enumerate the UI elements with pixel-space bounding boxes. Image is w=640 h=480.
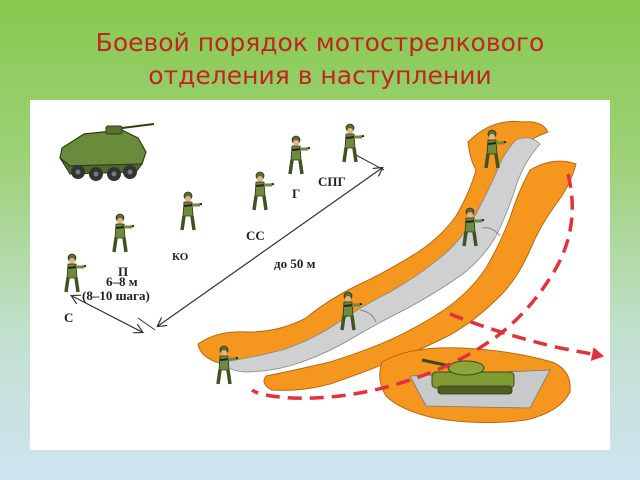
spacing-arrow [72, 296, 142, 332]
battle-order-diagram: СПГ Г СС КО до 50 м П 6–8 м (8–10 шага) … [59, 120, 604, 424]
slide-title: Боевой порядок мотострелкового отделения… [0, 26, 640, 92]
soldier-icon-trench-4 [216, 345, 239, 385]
label-ko: КО [172, 251, 189, 263]
soldier-icon-spg [288, 135, 311, 175]
label-spacing-m: 6–8 м [106, 274, 138, 289]
distance-arrow-50m [158, 168, 382, 326]
soldier-icon-trench-1 [484, 129, 507, 169]
tank-icon [421, 358, 515, 395]
label-p: П [118, 264, 128, 279]
soldier-icon-ko [112, 213, 135, 253]
soldier-icon-spg-2 [342, 123, 365, 163]
soldier-icon-trench-2 [462, 207, 485, 247]
trench-floor [221, 137, 541, 373]
title-line-1: Боевой порядок мотострелкового [95, 28, 545, 57]
soldier-icon-g [252, 171, 275, 211]
label-s: С [64, 310, 73, 325]
apc-vehicle-icon [59, 123, 155, 181]
label-spg: СПГ [318, 174, 346, 189]
title-line-2: отделения в наступлении [148, 61, 492, 90]
label-g: Г [292, 186, 300, 201]
label-ss: СС [246, 228, 265, 243]
trench-parapet-right [263, 160, 577, 391]
soldiers-group [64, 123, 507, 385]
soldier-icon-ss [180, 191, 203, 231]
trench [197, 120, 577, 391]
soldier-icon-s [64, 253, 87, 293]
soldier-icon-trench-3 [340, 291, 363, 331]
label-distance-50m: до 50 м [274, 256, 316, 271]
label-spacing-steps: (8–10 шага) [82, 288, 150, 303]
maneuver-arrow-line [449, 312, 604, 361]
enemy-tank-position [379, 347, 571, 424]
diagram-panel: СПГ Г СС КО до 50 м П 6–8 м (8–10 шага) … [30, 100, 610, 450]
maneuver-dashed-line [250, 173, 574, 400]
